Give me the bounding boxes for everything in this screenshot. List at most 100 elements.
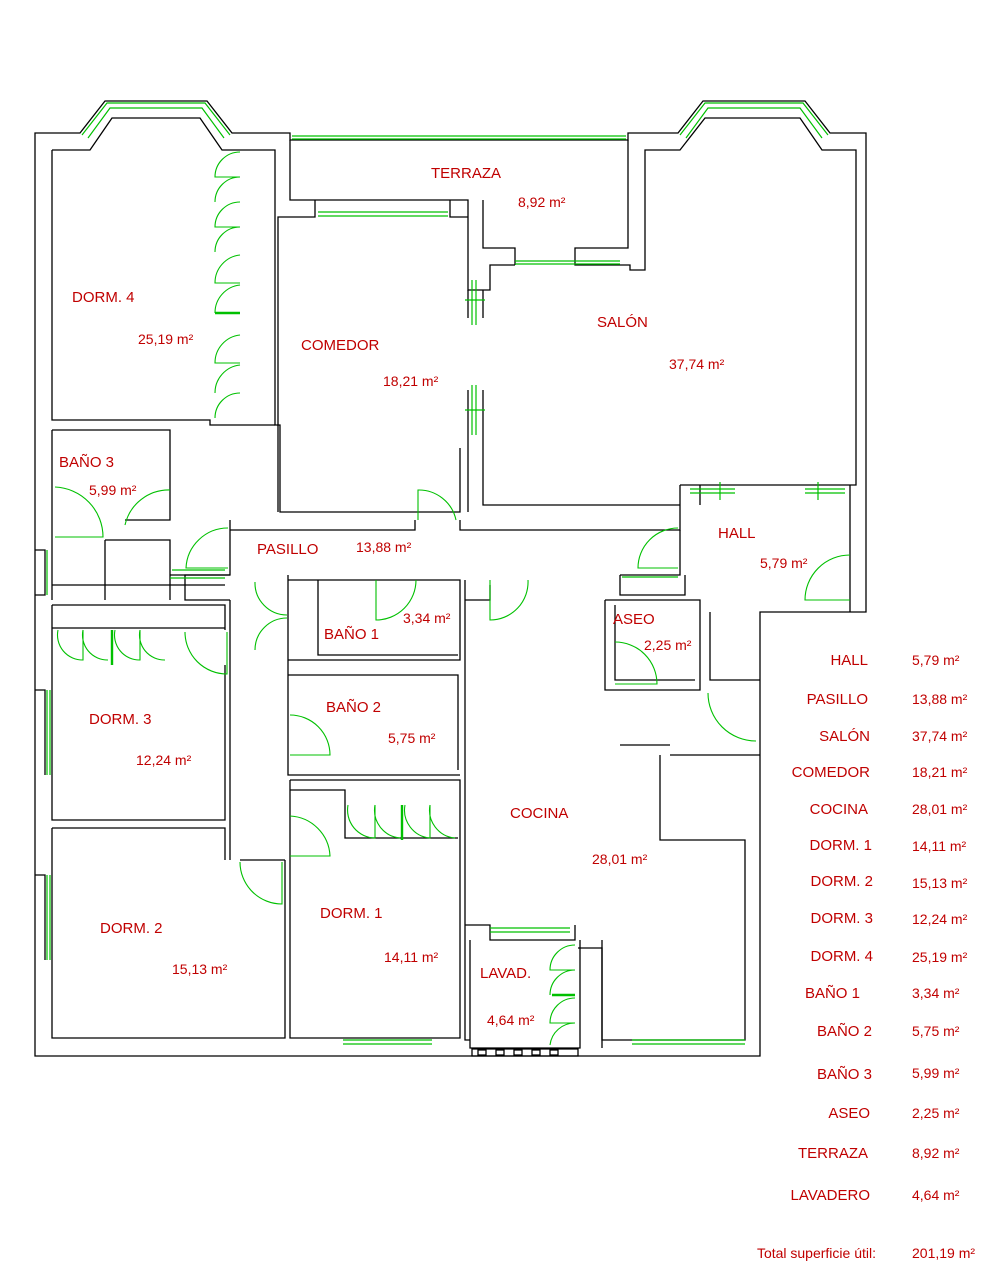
walls (34, 100, 867, 1057)
room-name-hall: HALL (718, 525, 756, 542)
dorm1-door (289, 815, 331, 857)
room-name-cocina: COCINA (510, 805, 568, 822)
cocina-window (632, 1039, 745, 1045)
room-area-hall: 5,79 m² (760, 555, 808, 571)
legend-value: 5,99 m² (912, 1065, 960, 1081)
legend-value: 4,64 m² (912, 1187, 960, 1203)
room-area-salon: 37,74 m² (669, 356, 725, 372)
room-area-dorm3: 12,24 m² (136, 752, 192, 768)
room-name-bano2: BAÑO 2 (326, 699, 381, 716)
room-area-comedor: 18,21 m² (383, 373, 439, 389)
lavadero-doors (549, 944, 576, 1046)
terraza-window (292, 135, 626, 140)
legend-value: 5,79 m² (912, 652, 960, 668)
legend-value: 28,01 m² (912, 801, 968, 817)
room-area-cocina: 28,01 m² (592, 851, 648, 867)
total-value: 201,19 m² (912, 1245, 975, 1261)
bano3-door (54, 486, 171, 538)
terraza-walls (277, 117, 857, 512)
lavadero-walls (469, 940, 603, 1049)
salon-divider (467, 290, 680, 512)
legend-value: 18,21 m² (912, 764, 968, 780)
aseo-door (614, 641, 658, 685)
room-name-lavad: LAVAD. (480, 965, 531, 982)
legend-value: 13,88 m² (912, 691, 968, 707)
bano3-walls (51, 429, 230, 600)
outer-wall-inner (52, 117, 461, 513)
legend-name: DORM. 2 (810, 873, 873, 890)
legend-name: DORM. 1 (809, 837, 872, 854)
legend-name: COMEDOR (792, 764, 871, 781)
salon-div-1 (465, 280, 485, 325)
doors (54, 151, 851, 1057)
legend-value: 2,25 m² (912, 1105, 960, 1121)
bano-walls (287, 575, 461, 1039)
hall-door (637, 527, 679, 569)
room-area-dorm2: 15,13 m² (172, 961, 228, 977)
legend-value: 37,74 m² (912, 728, 968, 744)
service-door (707, 692, 757, 742)
dorm1-window (343, 1039, 432, 1045)
room-area-terraza: 8,92 m² (518, 194, 566, 210)
room-area-dorm4: 25,19 m² (138, 331, 194, 347)
room-name-pasillo: PASILLO (257, 541, 318, 558)
lavadero-top-window (490, 927, 570, 933)
hall-window-1 (690, 482, 735, 500)
room-area-bano3: 5,99 m² (89, 482, 137, 498)
room-name-terraza: TERRAZA (431, 165, 501, 182)
room-labels: TERRAZA 8,92 m² DORM. 4 25,19 m² COMEDOR… (59, 165, 808, 1028)
room-name-aseo: ASEO (613, 611, 655, 628)
legend-name: BAÑO 1 (805, 985, 860, 1002)
pasillo-niche-window (170, 569, 225, 579)
room-name-comedor: COMEDOR (301, 337, 380, 354)
legend-name: SALÓN (819, 728, 870, 745)
area-legend: HALL 5,79 m² PASILLO 13,88 m² SALÓN 37,7… (757, 652, 975, 1261)
windows (46, 102, 845, 1045)
legend-value: 15,13 m² (912, 875, 968, 891)
legend-name: BAÑO 2 (817, 1023, 872, 1040)
legend-name: LAVADERO (791, 1187, 870, 1204)
aseo-walls (604, 599, 760, 691)
room-name-bano1: BAÑO 1 (324, 626, 379, 643)
legend-value: 14,11 m² (912, 838, 967, 854)
left-wall-segments (35, 549, 46, 960)
room-area-bano1: 3,34 m² (403, 610, 451, 626)
dorm4-inner-wall (51, 150, 275, 426)
total-label: Total superficie útil: (757, 1245, 876, 1261)
cocina-door (489, 579, 529, 621)
legend-value: 3,34 m² (912, 985, 960, 1001)
legend-name: TERRAZA (798, 1145, 868, 1162)
bano1-pasillo-door (254, 581, 288, 651)
dorm3-window (46, 690, 51, 775)
legend-name: BAÑO 3 (817, 1066, 872, 1083)
lavadero-grille (471, 1048, 579, 1057)
room-name-bano3: BAÑO 3 (59, 454, 114, 471)
dorm3-walls (51, 604, 226, 821)
room-name-dorm4: DORM. 4 (72, 289, 135, 306)
legend-name: HALL (830, 652, 868, 669)
salon-terraza-window (515, 260, 620, 265)
room-area-pasillo: 13,88 m² (356, 539, 412, 555)
outer-wall-outer (34, 100, 867, 1057)
bano2-door (289, 714, 331, 756)
dorm2-window (46, 875, 51, 960)
dorm2-door (239, 861, 283, 905)
comedor-door (417, 489, 457, 521)
room-name-dorm1: DORM. 1 (320, 905, 383, 922)
legend-name: COCINA (810, 801, 868, 818)
legend-value: 5,75 m² (912, 1023, 960, 1039)
dorm2-walls (51, 827, 286, 1039)
room-name-dorm2: DORM. 2 (100, 920, 163, 937)
dorm3-door (184, 631, 228, 675)
legend-value: 8,92 m² (912, 1145, 960, 1161)
salon-bay-window (679, 102, 829, 139)
dorm3-wardrobe-doors (56, 629, 166, 661)
legend-name: ASEO (828, 1105, 870, 1122)
hall-window-2 (805, 482, 845, 500)
comedor-window (318, 211, 448, 217)
dorm4-bay-window (81, 102, 231, 139)
dorm4-wardrobe-doors (214, 151, 241, 419)
room-name-dorm3: DORM. 3 (89, 711, 152, 728)
hall-walls (619, 485, 851, 612)
